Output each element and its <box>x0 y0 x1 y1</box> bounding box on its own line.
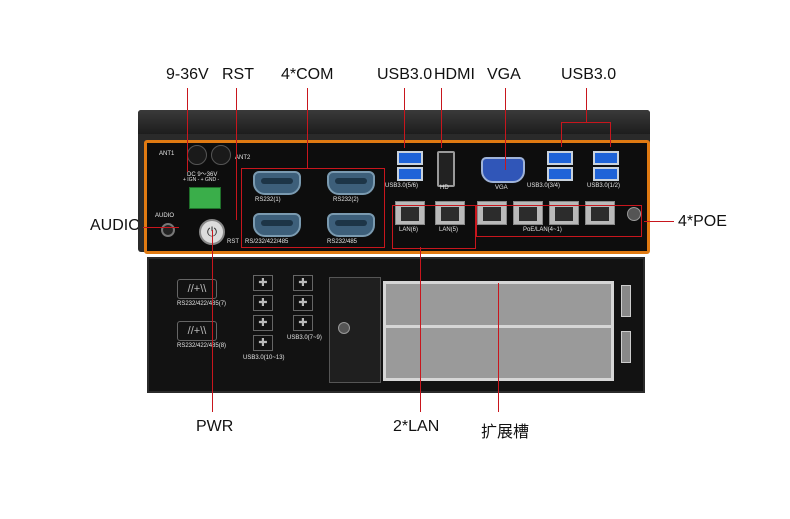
hd-label: HD <box>440 185 449 191</box>
com1-port <box>253 171 301 195</box>
vga-label: VGA <box>495 185 508 191</box>
com3-label: RS/232/422/485 <box>245 239 289 245</box>
callout-expansion: 扩展槽 <box>481 424 530 441</box>
antenna-2 <box>211 145 231 165</box>
callout-power-input: 9-36V <box>166 66 209 83</box>
knockout-usb-2: ✚ <box>253 295 273 311</box>
bottom-chassis: //+\\ RS232/422/485(7) //+\\ RS232/422/4… <box>147 257 645 393</box>
com4-label: RS232/485 <box>327 239 358 245</box>
top-chassis: ANT1 ANT2 DC 9～36V + IGN - + GND - AUDIO… <box>138 110 650 254</box>
usb-10-13-label: USB3.0(10~13) <box>243 355 285 361</box>
slot-rail-bottom <box>621 331 631 363</box>
callout-hdmi: HDMI <box>434 66 475 83</box>
knockout-usb-5: ✚ <box>293 275 313 291</box>
ant1-label: ANT1 <box>159 151 175 157</box>
callout-reset: RST <box>222 66 254 83</box>
leader-pwr <box>212 230 213 412</box>
knockout-com8: //+\\ <box>177 321 217 341</box>
usb-56-label: USB3.0(5/6) <box>385 183 419 189</box>
dc-sub-label: + IGN - + GND - <box>183 177 220 183</box>
rst-label: RST <box>227 239 239 245</box>
com-highlight-box <box>241 168 385 248</box>
com3-port <box>253 213 301 237</box>
lan-highlight-box <box>392 205 476 249</box>
usb-port-2 <box>593 167 619 181</box>
poe-highlight-box <box>476 205 642 237</box>
rs8-label: RS232/422/485(8) <box>177 343 227 349</box>
slot-rail-top <box>621 285 631 317</box>
thumb-screw <box>627 207 641 221</box>
leader-lan <box>420 247 421 412</box>
callout-usb-left: USB3.0 <box>377 66 433 83</box>
knockout-usb-3: ✚ <box>253 315 273 331</box>
leader-audio <box>143 227 179 228</box>
callout-usb-right: USB3.0 <box>561 66 617 83</box>
knockout-usb-6: ✚ <box>293 295 313 311</box>
lan5-label: LAN(5) <box>439 227 459 233</box>
leader-poe <box>644 221 674 222</box>
leader-vga <box>505 88 506 170</box>
usb-12-label: USB3.0(1/2) <box>587 183 621 189</box>
dc-terminal <box>189 187 221 209</box>
audio-label: AUDIO <box>155 213 175 219</box>
knockout-com7: //+\\ <box>177 279 217 299</box>
com4-port <box>327 213 375 237</box>
com2-label: RS232(2) <box>333 197 359 203</box>
antenna-1 <box>187 145 207 165</box>
callout-pwr: PWR <box>196 418 234 435</box>
leader-hdmi <box>441 88 442 148</box>
usb-7-9-label: USB3.0(7~9) <box>287 335 322 341</box>
usb-34-label: USB3.0(3/4) <box>527 183 561 189</box>
poe-label: PoE/LAN(4~1) <box>523 227 562 233</box>
lan6-label: LAN(6) <box>399 227 419 233</box>
bracket-screw <box>338 322 350 334</box>
front-panel: ANT1 ANT2 DC 9～36V + IGN - + GND - AUDIO… <box>144 140 650 254</box>
leader-com <box>307 88 308 168</box>
expansion-bracket <box>329 277 381 383</box>
audio-jack <box>161 223 175 237</box>
usb-port-5 <box>397 151 423 165</box>
knockout-usb-4: ✚ <box>253 335 273 351</box>
callout-com: 4*COM <box>281 66 334 83</box>
hdmi-port <box>437 151 455 187</box>
com1-label: RS232(1) <box>255 197 281 203</box>
leader-reset <box>236 88 237 220</box>
callout-lan: 2*LAN <box>393 418 440 435</box>
knockout-usb-1: ✚ <box>253 275 273 291</box>
rs7-label: RS232/422/485(7) <box>177 301 227 307</box>
ant2-label: ANT2 <box>235 155 251 161</box>
vga-port <box>481 157 525 183</box>
leader-power-input <box>187 88 188 172</box>
usb-port-6 <box>397 167 423 181</box>
power-button[interactable]: ⏻ <box>199 219 225 245</box>
callout-poe: 4*POE <box>678 213 727 230</box>
com2-port <box>327 171 375 195</box>
knockout-usb-7: ✚ <box>293 315 313 331</box>
usb-port-1 <box>593 151 619 165</box>
leader-expansion <box>498 283 499 412</box>
leader-usb-right <box>586 88 587 122</box>
leader-usb-left <box>404 88 405 148</box>
usb-right-bracket <box>561 122 611 147</box>
usb-port-3 <box>547 151 573 165</box>
usb-port-4 <box>547 167 573 181</box>
callout-vga: VGA <box>487 66 521 83</box>
dc-label: DC 9～36V <box>187 172 218 178</box>
callout-audio: AUDIO <box>90 217 141 234</box>
